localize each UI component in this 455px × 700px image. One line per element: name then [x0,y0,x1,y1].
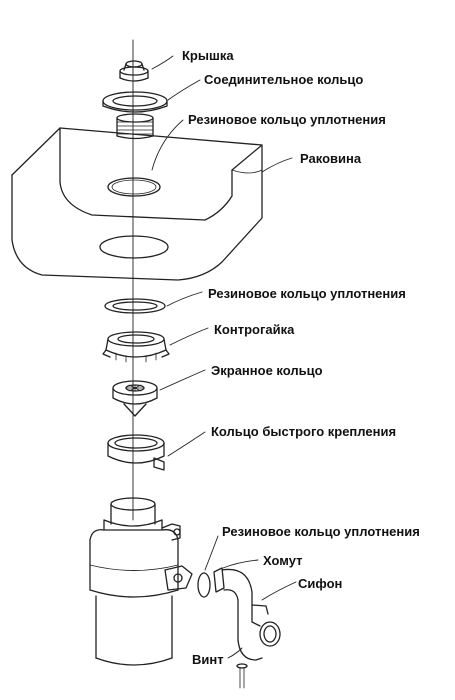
sink-part [11,127,263,281]
siphon-label: Сифон [298,576,343,591]
siphon-leader [261,581,297,601]
screw-part [236,663,248,689]
sink-label: Раковина [300,151,362,166]
connecting-ring-label: Соединительное кольцо [204,72,364,87]
cap-part [119,60,149,82]
leader-lines [151,55,297,659]
clamp-part [213,567,225,593]
rubber-seal-middle-label: Резиновое кольцо уплотнения [208,286,406,301]
quick-mount-ring-label: Кольцо быстрого крепления [211,424,397,439]
cap-label: Крышка [182,48,234,63]
connecting-ring-leader [167,79,201,101]
screen-ring-part [112,380,158,417]
quick-mount-ring-part [107,434,165,471]
locknut-label: Контрогайка [214,322,295,337]
rubber-seal-middle-leader [166,291,203,307]
clamp-leader [222,559,259,569]
screw-label: Винт [192,652,224,667]
rubber-seal-bottom-part [197,572,211,598]
connecting-ring-part [102,91,168,113]
quick-mount-ring-leader [167,431,206,457]
screen-ring-label: Экранное кольцо [211,363,323,378]
locknut-leader [169,327,209,346]
screw-leader [227,647,243,659]
screen-ring-leader [159,369,206,391]
rubber-seal-middle-part [104,298,166,314]
sink-leader [261,157,293,173]
rubber-seal-top-leader [151,119,184,171]
locknut-part [102,331,170,363]
clamp-label: Хомут [263,553,303,568]
disposer-unit-part [89,497,193,666]
rubber-seal-bottom-leader [204,535,219,571]
rubber-seal-bottom-label: Резиновое кольцо уплотнения [222,524,420,539]
siphon-part [221,568,281,661]
rubber-seal-top-label: Резиновое кольцо уплотнения [188,112,386,127]
cap-leader [151,55,174,70]
